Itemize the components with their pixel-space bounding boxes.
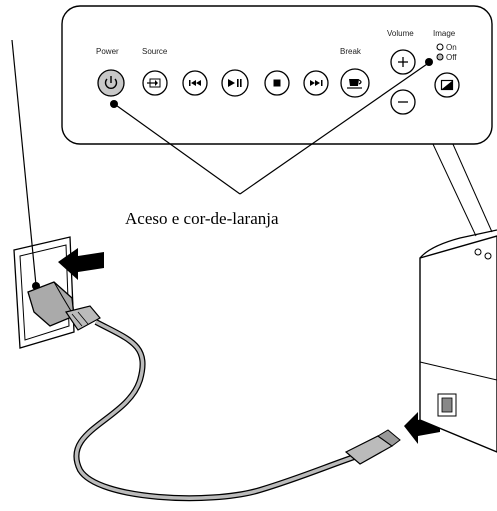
appliance-connector [344,429,401,465]
coffee-cup-icon [347,79,362,89]
play-pause-button[interactable] [221,69,249,97]
image-off-indicator [436,53,444,61]
callout-edge-b [451,141,493,233]
image-on-indicator [436,43,444,51]
label-source: Source [142,47,168,56]
power-button[interactable] [97,69,125,97]
label-break: Break [340,47,362,56]
callout-caption: Aceso e cor-de-laranja [125,209,279,228]
skip-back-icon [189,80,201,86]
image-toggle-icon [440,79,454,91]
stop-icon [273,79,281,87]
previous-button[interactable] [182,70,208,96]
projector-body [419,229,497,453]
pointer-dot-power [110,100,118,108]
pointer-to-image-indicator [239,61,431,195]
label-power: Power [96,47,119,56]
leader-line-left [11,39,37,286]
break-button[interactable] [340,68,370,98]
label-on: On [446,43,457,52]
stop-button[interactable] [264,70,290,96]
power-icon [104,76,118,89]
skip-forward-icon [310,80,323,86]
volume-up-button[interactable] [390,49,416,75]
source-input-icon [147,78,161,88]
volume-down-button[interactable] [390,89,416,115]
next-button[interactable] [303,70,329,96]
label-image: Image [433,29,456,38]
power-plug [27,281,101,331]
plus-icon [398,57,408,67]
image-button[interactable] [434,72,460,98]
play-pause-icon [228,79,242,87]
source-button[interactable] [142,70,168,96]
label-volume: Volume [387,29,414,38]
callout-edge-a [431,141,477,237]
label-off: Off [446,53,457,62]
pointer-dot-image [425,58,433,66]
pointer-to-power [112,102,241,195]
insert-arrow-outlet [58,248,104,280]
